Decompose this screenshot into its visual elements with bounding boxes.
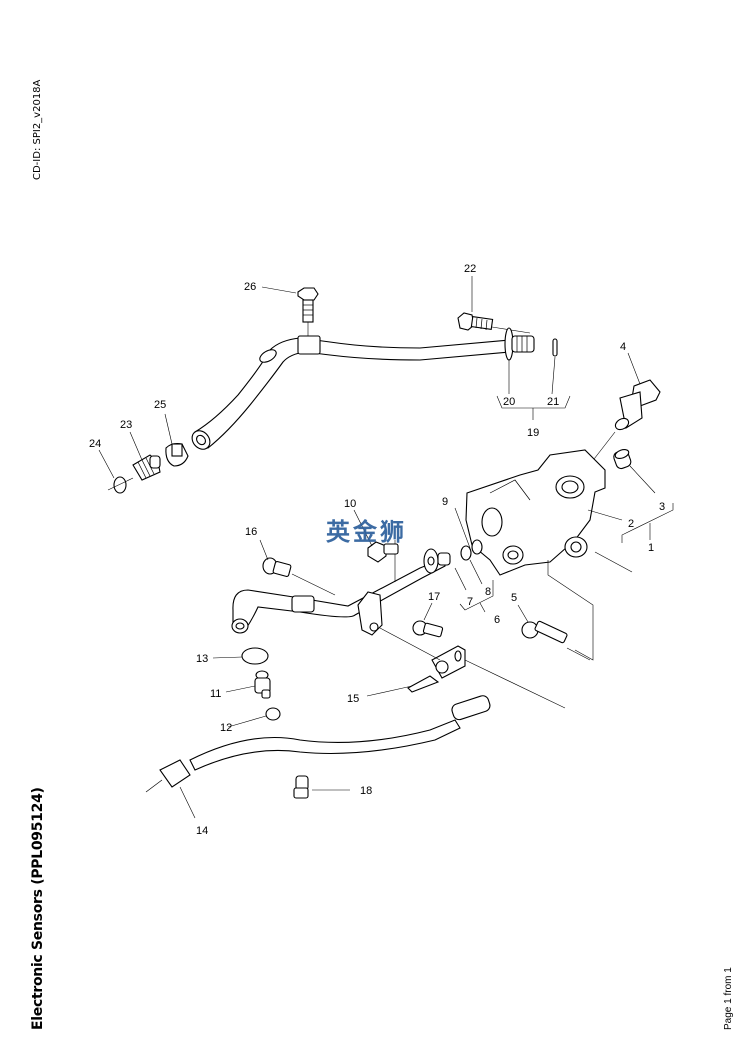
spacer-3-part[interactable] <box>612 448 632 470</box>
fitting-11-part[interactable] <box>254 670 271 699</box>
callout-25: 25 <box>154 399 166 411</box>
callout-4: 4 <box>620 341 626 353</box>
callout-13: 13 <box>196 653 208 665</box>
housing-2-part[interactable] <box>465 449 606 576</box>
callout-9: 9 <box>442 496 448 508</box>
callout-1: 1 <box>648 542 654 554</box>
callout-26: 26 <box>244 281 256 293</box>
o-ring-21-part[interactable] <box>552 338 558 357</box>
bolt-16-part[interactable] <box>262 557 336 596</box>
fitting-20-part[interactable] <box>504 327 535 361</box>
callout-14: 14 <box>196 825 208 837</box>
callout-18: 18 <box>360 785 372 797</box>
callout-6: 6 <box>494 614 500 626</box>
callout-5: 5 <box>511 592 517 604</box>
callout-11: 11 <box>210 688 221 700</box>
callout-2: 2 <box>628 518 634 530</box>
callout-3: 3 <box>659 501 665 513</box>
clip-24-part[interactable] <box>113 476 127 494</box>
callout-21: 21 <box>547 396 559 408</box>
plug-18-part[interactable] <box>293 775 309 799</box>
callout-16: 16 <box>245 526 257 538</box>
callout-20: 20 <box>503 396 515 408</box>
cap-25-part[interactable] <box>165 442 189 467</box>
callout-7: 7 <box>467 596 473 608</box>
callout-10: 10 <box>344 498 356 510</box>
bolt-5-part[interactable] <box>521 620 591 661</box>
group-bracket-19 <box>496 395 571 409</box>
middle-pipe-part[interactable] <box>231 548 451 636</box>
watermark-text: 英金狮 <box>326 518 407 546</box>
callout-19: 19 <box>527 427 539 439</box>
washer-9-part[interactable] <box>471 539 483 555</box>
callout-24: 24 <box>89 438 101 450</box>
leader-lines <box>98 276 656 819</box>
bolt-26-part[interactable] <box>297 287 319 336</box>
callout-15: 15 <box>347 693 359 705</box>
sensor-4-part[interactable] <box>613 379 661 432</box>
bracket-15-part[interactable] <box>407 645 466 693</box>
sensor-14-part[interactable] <box>145 694 491 793</box>
bolt-22-part[interactable] <box>457 312 531 334</box>
callout-17: 17 <box>428 591 440 603</box>
connector-23-part[interactable] <box>132 454 161 481</box>
washer-12-part[interactable] <box>265 707 281 721</box>
callout-12: 12 <box>220 722 232 734</box>
washer-8-part[interactable] <box>460 545 472 561</box>
callout-23: 23 <box>120 419 132 431</box>
bolt-17-part[interactable] <box>412 620 444 638</box>
bolt-10-part[interactable] <box>367 541 399 563</box>
group-bracket-6 <box>459 580 494 611</box>
callout-8: 8 <box>485 586 491 598</box>
clip-13-part[interactable] <box>241 647 269 665</box>
callout-22: 22 <box>464 263 476 275</box>
group-bracket-1 <box>621 503 674 543</box>
upper-hose-part[interactable] <box>188 335 511 453</box>
